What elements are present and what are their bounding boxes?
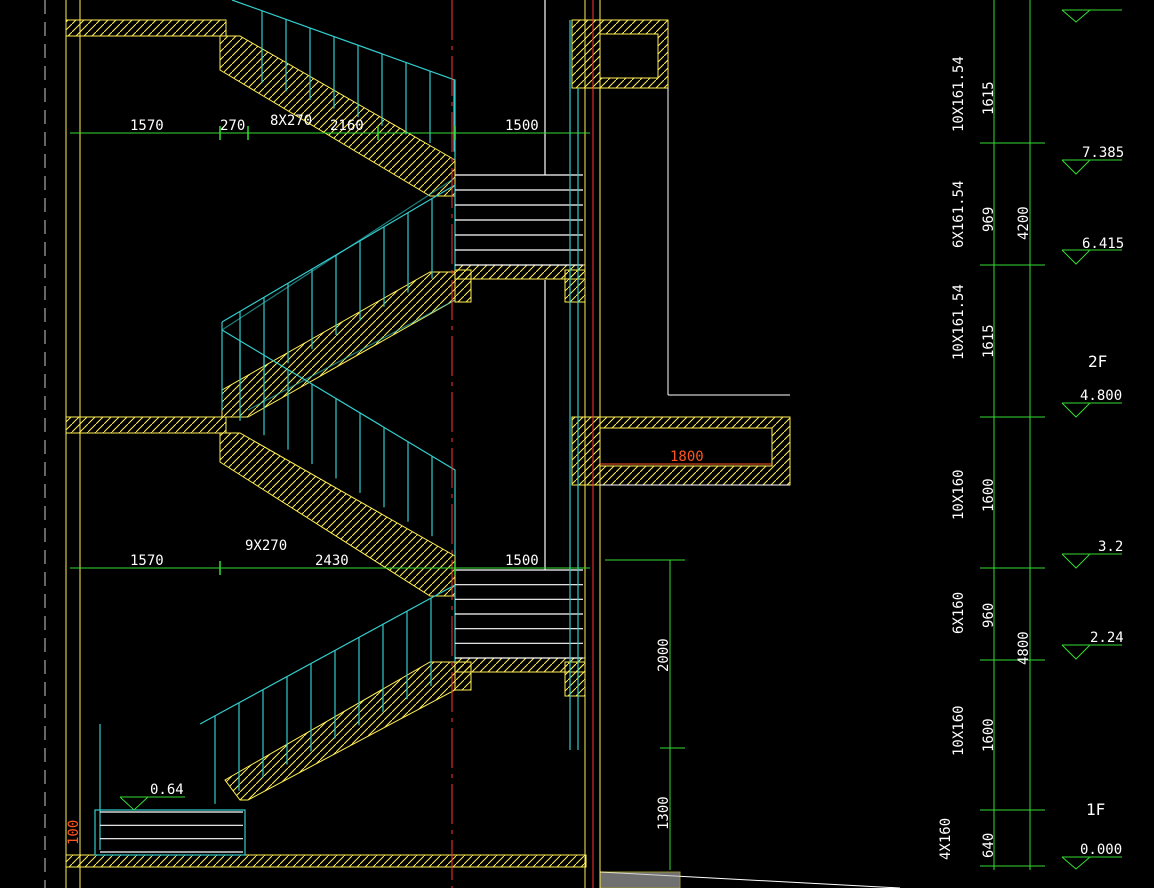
length-label: 1615 xyxy=(981,81,997,115)
dim-upper-2160: 2160 xyxy=(330,118,364,134)
floor-slab-top xyxy=(65,19,227,37)
level-0000: 0.000 xyxy=(1080,842,1122,858)
riser-label: 4X160 xyxy=(938,818,954,860)
level-labels: 7.385 6.415 4.800 3.2 2.24 0.000 0.64 2F… xyxy=(150,145,1124,858)
level-32: 3.2 xyxy=(1098,539,1123,555)
ground-slab xyxy=(65,854,587,868)
riser-label: 10X161.54 xyxy=(951,56,967,132)
riser-label: 10X160 xyxy=(951,469,967,520)
dim-sill-1300: 1300 xyxy=(656,796,672,830)
floor-slab-2f xyxy=(65,416,227,434)
building-structure xyxy=(44,0,901,888)
length-label: 960 xyxy=(981,603,997,628)
flight-lower-ascending xyxy=(224,661,456,801)
horizontal-dimension-labels: 1570 270 8X270 2160 1500 1570 9X270 2430… xyxy=(66,113,704,845)
flight-lower-descending xyxy=(219,432,456,597)
floor-2f: 2F xyxy=(1088,352,1107,371)
floor-1f: 1F xyxy=(1086,800,1105,819)
vertical-dimension-labels: 10X161.54 6X161.54 10X161.54 10X160 6X16… xyxy=(938,56,1032,860)
stair-flights xyxy=(219,35,456,801)
riser-label: 10X161.54 xyxy=(951,284,967,360)
level-7385: 7.385 xyxy=(1082,145,1124,161)
length-label: 969 xyxy=(981,207,997,232)
handrails xyxy=(94,0,583,856)
dim-lower-1500: 1500 xyxy=(505,553,539,569)
dimension-lines xyxy=(70,0,1045,870)
dim-upper-8x270: 8X270 xyxy=(270,113,312,129)
level-224: 2.24 xyxy=(1090,630,1124,646)
dim-lower-1570: 1570 xyxy=(130,553,164,569)
length-label: 640 xyxy=(981,833,997,858)
dimension-ticks xyxy=(219,126,456,575)
level-6415: 6.415 xyxy=(1082,236,1124,252)
dim-upper-270: 270 xyxy=(220,118,245,134)
floor-height-label: 4200 xyxy=(1016,206,1032,240)
flight-upper-ascending xyxy=(221,271,456,418)
flight-upper-descending xyxy=(219,35,456,197)
length-label: 1600 xyxy=(981,718,997,752)
level-4800: 4.800 xyxy=(1080,388,1122,404)
riser-label: 6X161.54 xyxy=(951,181,967,248)
length-label: 1600 xyxy=(981,478,997,512)
dim-landing-1800: 1800 xyxy=(670,449,704,465)
riser-label: 6X160 xyxy=(951,592,967,634)
dim-upper-1570: 1570 xyxy=(130,118,164,134)
dim-lower-2430: 2430 xyxy=(315,553,349,569)
dim-lower-9x270: 9X270 xyxy=(245,538,287,554)
floor-height-label: 4800 xyxy=(1016,631,1032,665)
axis-lines xyxy=(451,0,594,888)
dim-ground-100: 100 xyxy=(66,820,82,845)
riser-label: 10X160 xyxy=(951,705,967,756)
level-markers xyxy=(119,9,1122,870)
dim-door-2000: 2000 xyxy=(656,638,672,672)
dim-upper-1500: 1500 xyxy=(505,118,539,134)
level-064: 0.64 xyxy=(150,782,184,798)
length-label: 1615 xyxy=(981,324,997,358)
